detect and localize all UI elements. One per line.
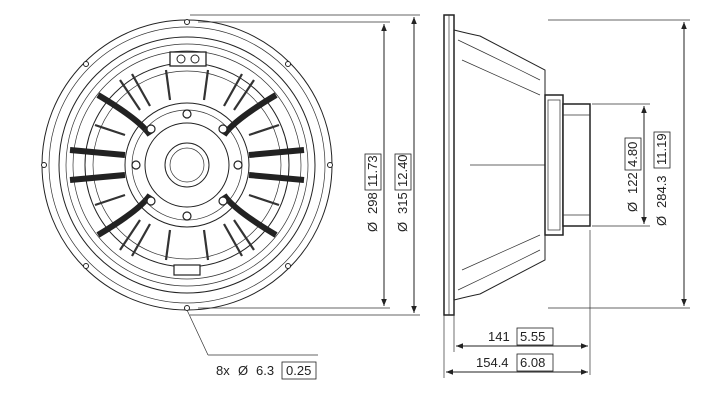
cooling-fins xyxy=(94,69,280,261)
dim-122 xyxy=(592,103,650,227)
dim-284-imperial: 11.19 xyxy=(654,133,669,165)
label-298: Ø 298 11.73 xyxy=(364,153,382,232)
dim-298 xyxy=(198,21,390,309)
terminal-block-top xyxy=(169,51,207,67)
terminal-block-bottom xyxy=(173,264,201,276)
magnet-bolts xyxy=(131,109,243,221)
dim-315-imperial: 12.40 xyxy=(395,154,410,187)
dim-315 xyxy=(190,14,420,316)
dim-284-metric: 284.3 xyxy=(654,175,669,208)
diam-symbol-122: Ø xyxy=(625,202,640,212)
front-view xyxy=(41,19,333,356)
mounting-holes xyxy=(41,19,333,311)
diam-symbol-315: Ø xyxy=(395,222,410,232)
label-154: 154.4 6.08 xyxy=(476,353,554,372)
bolt-count: 8x xyxy=(216,363,230,378)
label-284: Ø 284.3 11.19 xyxy=(653,131,671,226)
dim-122-imperial: 4.80 xyxy=(625,142,640,167)
bolt-metric-value: 6.3 xyxy=(256,363,274,378)
dim-154-metric: 154.4 xyxy=(476,355,509,370)
bolt-note: 8x Ø 6.3 0.25 xyxy=(216,361,317,380)
dim-298-metric: 298 xyxy=(365,192,380,214)
dim-154 xyxy=(443,315,588,378)
diam-symbol-284: Ø xyxy=(654,216,669,226)
diam-symbol-298: Ø xyxy=(365,222,380,232)
dim-141-metric: 141 xyxy=(488,329,510,344)
label-122: Ø 122 4.80 xyxy=(624,137,642,212)
bolt-imperial-value: 0.25 xyxy=(286,363,311,378)
bolt-diameter-symbol: Ø xyxy=(238,363,248,378)
dim-298-imperial: 11.73 xyxy=(365,155,380,187)
dim-141-imperial: 5.55 xyxy=(520,329,545,344)
dim-315-metric: 315 xyxy=(395,192,410,214)
dim-284 xyxy=(548,19,690,309)
dim-154-imperial: 6.08 xyxy=(520,355,545,370)
label-141: 141 5.55 xyxy=(488,327,554,346)
dim-141 xyxy=(453,230,591,375)
side-view xyxy=(443,14,591,316)
dim-122-metric: 122 xyxy=(625,172,640,194)
label-315: Ø 315 12.40 xyxy=(394,153,412,232)
